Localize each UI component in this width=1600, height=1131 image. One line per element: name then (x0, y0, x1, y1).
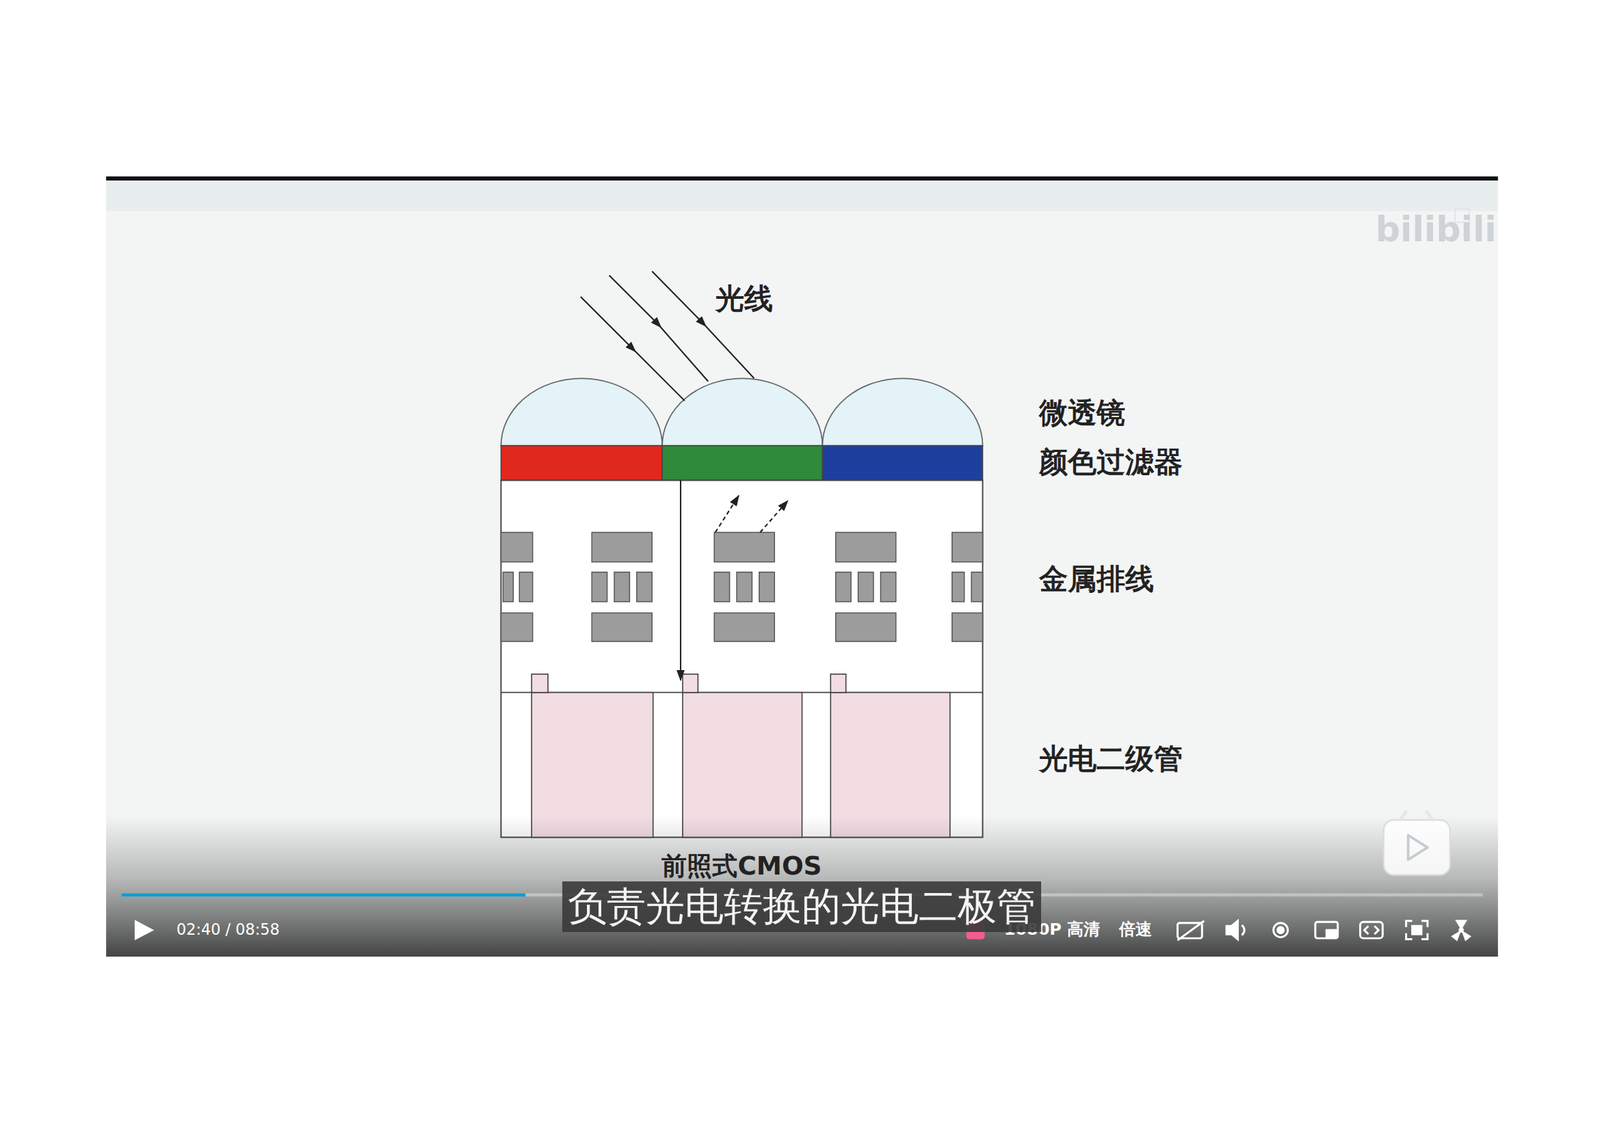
pip-inner (1326, 930, 1337, 938)
gate-bump (682, 674, 698, 693)
ray-label: 光线 (715, 282, 773, 316)
frame-top-edge (106, 176, 1499, 181)
metal-line (858, 572, 874, 602)
blue-filter (822, 446, 983, 481)
green-filter (662, 446, 823, 481)
volume-wave (1241, 925, 1245, 936)
volume-icon (1226, 921, 1238, 940)
reflected-ray (759, 500, 788, 533)
metal-line (591, 532, 652, 563)
play-button-box (1383, 820, 1451, 876)
layer-label: 微透镜 (1039, 396, 1126, 430)
metal-line (880, 572, 896, 602)
control-shade (106, 816, 1499, 957)
floating-play-button (1383, 811, 1451, 875)
metal-line (502, 572, 514, 602)
metal-line (759, 572, 775, 602)
subtitle-text: 负责光电转换的光电二极管 (567, 884, 1036, 929)
light-rays (580, 271, 789, 681)
reflected-ray (715, 495, 739, 533)
metal-wiring (500, 532, 983, 643)
subtitle-box: 负责光电转换的光电二极管 (562, 881, 1042, 933)
icon-blade (1450, 930, 1462, 942)
light-ray (580, 296, 685, 401)
pip-icon (1315, 922, 1339, 939)
light-ray (609, 275, 709, 382)
metal-line (714, 532, 775, 563)
gate-bump (830, 674, 846, 693)
metal-line (519, 572, 533, 602)
play-button-ears (1400, 811, 1434, 821)
metal-line (971, 572, 983, 602)
progress-played (121, 893, 527, 897)
layer-label: 金属排线 (1039, 562, 1154, 596)
speed-button: 倍速 (1119, 921, 1152, 940)
metal-line (591, 612, 652, 642)
layer-label: 颜色过滤器 (1039, 446, 1183, 479)
play-button-triangle (1408, 835, 1428, 860)
transmitted-ray (679, 480, 682, 680)
icon-blade (1454, 920, 1468, 931)
video-frame (106, 176, 1499, 957)
metal-line (835, 532, 897, 563)
metal-line (952, 612, 983, 642)
metal-line (736, 572, 752, 602)
watermark: bilibili (1375, 209, 1497, 249)
metal-line (714, 612, 775, 642)
fullscreen-icon (1406, 921, 1428, 940)
fullscreen-center (1412, 926, 1422, 935)
metal-line (952, 532, 983, 563)
micro-lens (500, 378, 663, 446)
metal-line (636, 572, 652, 602)
red-filter (500, 446, 663, 481)
sensor-body (500, 480, 983, 838)
figure-caption: 前照式CMOS (661, 851, 822, 882)
cmos-illustration (500, 271, 983, 838)
widescreen-icon (1359, 922, 1383, 939)
photodiode (531, 692, 654, 838)
metal-line (835, 612, 897, 642)
metal-line (500, 532, 533, 563)
icon-blade (1461, 930, 1472, 942)
metal-line (952, 572, 965, 602)
gate-bump (531, 674, 548, 693)
metal-line (714, 572, 730, 602)
photodiode (682, 692, 803, 838)
frame-top-band (106, 180, 1499, 212)
control-icons (1177, 921, 1427, 941)
metal-line (591, 572, 607, 602)
micro-lens (662, 378, 823, 446)
widescreen-arrows (1364, 926, 1379, 935)
metal-line (500, 612, 533, 642)
time-display: 02:40 / 08:58 (176, 922, 280, 940)
metal-line (835, 572, 851, 602)
micro-lens (822, 378, 983, 446)
photodiode (830, 692, 951, 838)
extra-icon (1450, 920, 1472, 942)
layer-label: 光电二级管 (1039, 742, 1183, 776)
settings-hub (1277, 927, 1284, 934)
settings-icon (1273, 923, 1289, 938)
metal-line (614, 572, 630, 602)
danmaku-off-slash (1177, 921, 1204, 941)
play-icon (134, 920, 154, 941)
